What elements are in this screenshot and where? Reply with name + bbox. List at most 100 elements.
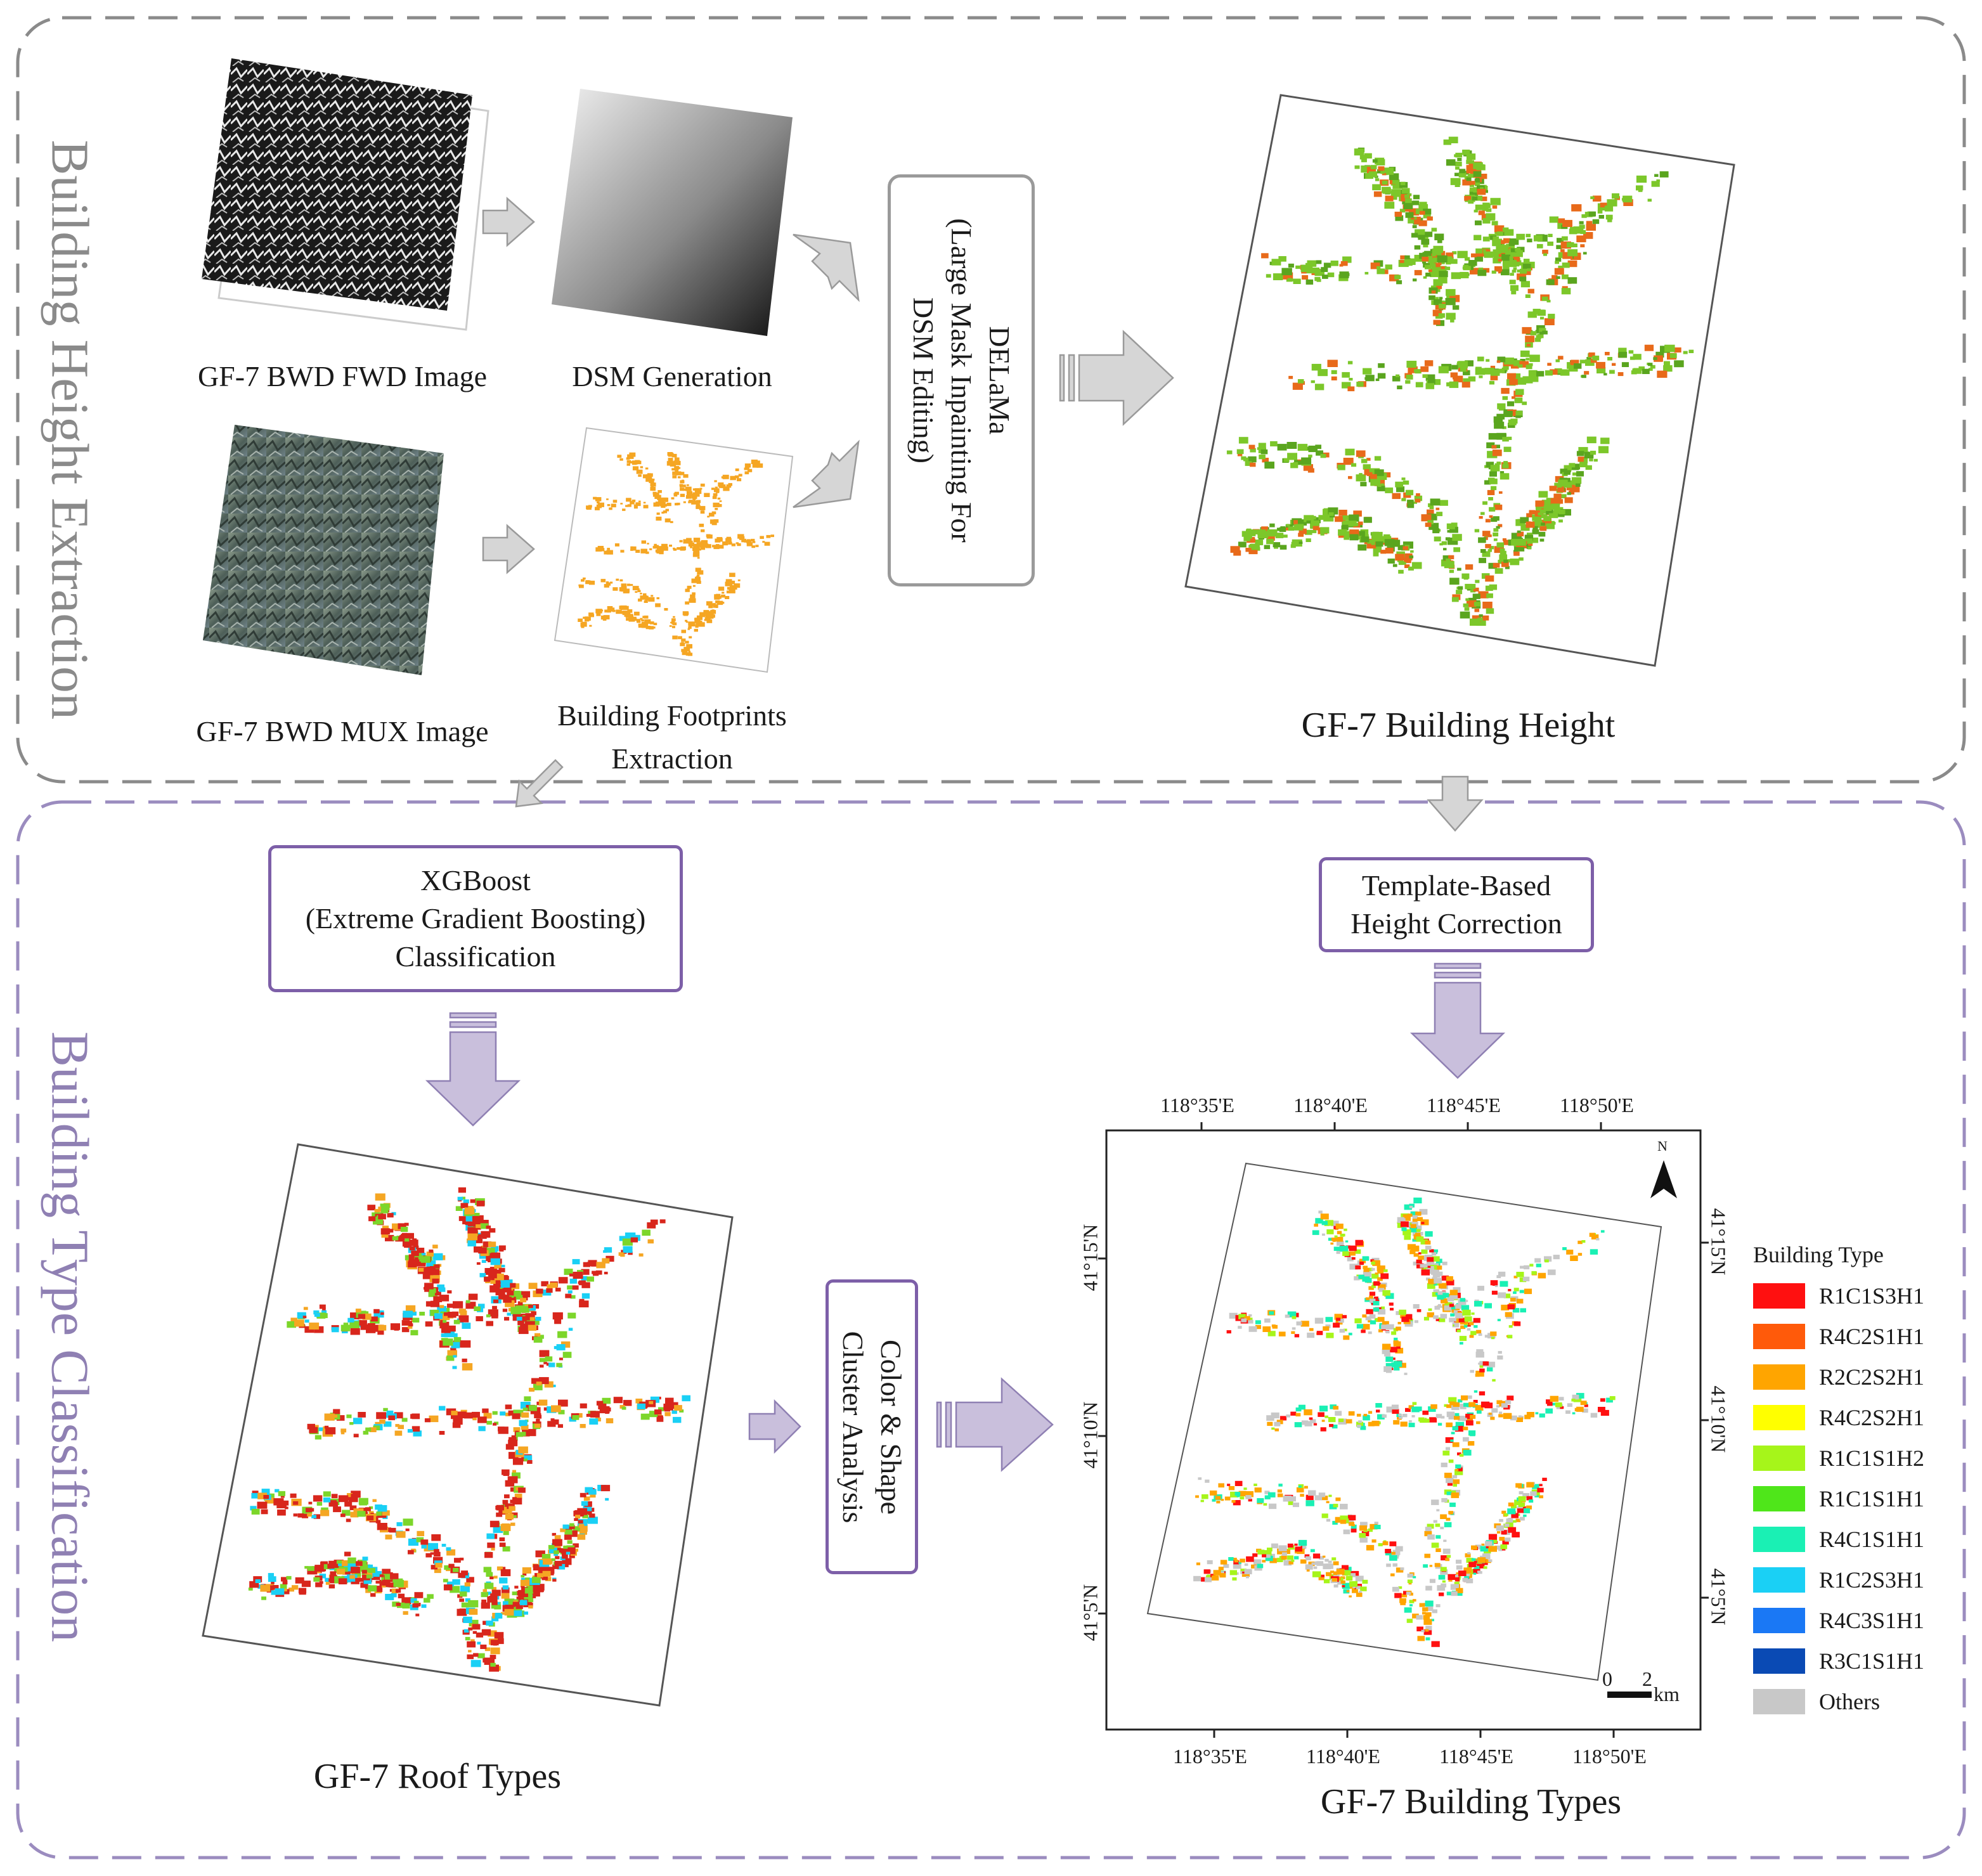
building-mark xyxy=(1368,1411,1373,1414)
building-mark xyxy=(1566,1250,1574,1255)
building-mark xyxy=(1440,1314,1448,1319)
building-mark xyxy=(1253,1484,1257,1486)
building-mark xyxy=(1528,543,1533,546)
building-mark xyxy=(1642,368,1650,374)
building-mark xyxy=(603,615,610,619)
building-mark xyxy=(642,1229,651,1236)
building-mark xyxy=(1331,370,1337,375)
building-mark xyxy=(630,501,635,505)
building-mark xyxy=(424,1283,434,1290)
building-mark xyxy=(1238,1326,1242,1329)
building-mark xyxy=(1384,169,1391,173)
building-mark xyxy=(636,460,642,465)
building-mark xyxy=(1491,221,1498,226)
building-mark xyxy=(522,1567,531,1574)
building-mark xyxy=(368,1568,375,1573)
building-mark xyxy=(1558,218,1565,223)
building-mark xyxy=(366,1326,376,1333)
lon-bottom-2: 118°40'E xyxy=(1306,1745,1380,1768)
building-mark xyxy=(1404,1235,1411,1240)
building-mark xyxy=(1493,528,1499,532)
building-mark xyxy=(1336,1317,1341,1321)
building-mark xyxy=(652,492,659,497)
building-mark xyxy=(673,548,677,551)
building-mark xyxy=(1494,546,1504,553)
building-mark xyxy=(1207,1560,1213,1565)
building-mark xyxy=(533,1383,543,1390)
building-mark xyxy=(1470,618,1480,626)
building-mark xyxy=(458,1315,469,1323)
building-mark xyxy=(1382,180,1388,185)
building-mark xyxy=(708,605,713,609)
building-mark xyxy=(1338,510,1347,516)
north-arrow-icon xyxy=(1650,1160,1677,1198)
building-mark xyxy=(1243,1487,1247,1490)
building-mark xyxy=(1216,1501,1221,1504)
building-mark xyxy=(478,1247,487,1254)
arrow-delama-to-height xyxy=(1059,330,1174,426)
building-mark xyxy=(628,610,632,612)
building-mark xyxy=(1385,1549,1391,1553)
building-mark xyxy=(385,1571,391,1575)
building-mark xyxy=(1400,1421,1408,1427)
building-mark xyxy=(252,1491,259,1496)
building-mark xyxy=(476,1224,481,1228)
building-mark xyxy=(1538,531,1546,537)
building-mark xyxy=(1487,549,1492,552)
building-mark xyxy=(1522,1508,1531,1513)
building-mark xyxy=(283,1588,287,1592)
building-mark xyxy=(1494,422,1505,429)
building-mark xyxy=(658,1407,664,1411)
building-mark xyxy=(1450,178,1461,185)
building-mark xyxy=(1392,1409,1399,1414)
building-mark xyxy=(1468,376,1476,382)
building-mark xyxy=(1447,530,1451,533)
building-mark xyxy=(1336,1569,1345,1575)
building-mark xyxy=(1302,1546,1307,1549)
building-mark xyxy=(1306,520,1311,524)
building-mark xyxy=(1433,245,1444,253)
building-mark xyxy=(1367,167,1376,174)
building-mark xyxy=(1498,1350,1502,1354)
building-mark xyxy=(1522,401,1527,405)
building-mark xyxy=(1517,530,1521,533)
building-mark xyxy=(1442,1548,1451,1554)
building-mark xyxy=(1424,1553,1430,1558)
building-mark xyxy=(1567,1403,1572,1407)
building-mark xyxy=(503,1286,512,1293)
building-mark xyxy=(1446,1517,1451,1521)
building-mark xyxy=(1508,1502,1514,1507)
building-mark xyxy=(1356,382,1364,387)
building-mark xyxy=(1493,416,1503,423)
building-mark xyxy=(713,488,720,493)
building-mark xyxy=(585,580,591,585)
building-mark xyxy=(1416,216,1421,220)
building-mark xyxy=(1385,195,1394,202)
building-mark xyxy=(1432,264,1436,268)
building-mark xyxy=(1425,1629,1429,1632)
building-mark xyxy=(1338,529,1347,536)
building-mark xyxy=(1489,546,1494,550)
building-mark xyxy=(1490,1416,1495,1420)
building-mark xyxy=(1297,460,1304,465)
building-mark xyxy=(555,1556,560,1560)
building-mark xyxy=(1429,1249,1434,1253)
building-mark xyxy=(1560,249,1565,252)
building-mark xyxy=(1491,252,1499,257)
building-mark xyxy=(1236,449,1244,455)
building-mark xyxy=(373,1571,382,1577)
building-mark xyxy=(625,505,628,507)
building-mark xyxy=(1442,1262,1448,1265)
delama-box: DELaMa (Large Mask Inpainting For DSM Ed… xyxy=(888,174,1035,586)
building-mark xyxy=(1337,1231,1342,1234)
building-mark xyxy=(1434,536,1441,541)
building-mark xyxy=(1325,1558,1329,1562)
building-mark xyxy=(1451,272,1461,280)
building-mark xyxy=(1470,1321,1474,1323)
building-mark xyxy=(1423,1619,1432,1625)
building-mark xyxy=(1583,252,1587,255)
building-mark xyxy=(1527,311,1537,318)
building-mark xyxy=(1380,1306,1385,1309)
building-mark xyxy=(762,541,765,543)
building-mark xyxy=(529,1387,534,1392)
